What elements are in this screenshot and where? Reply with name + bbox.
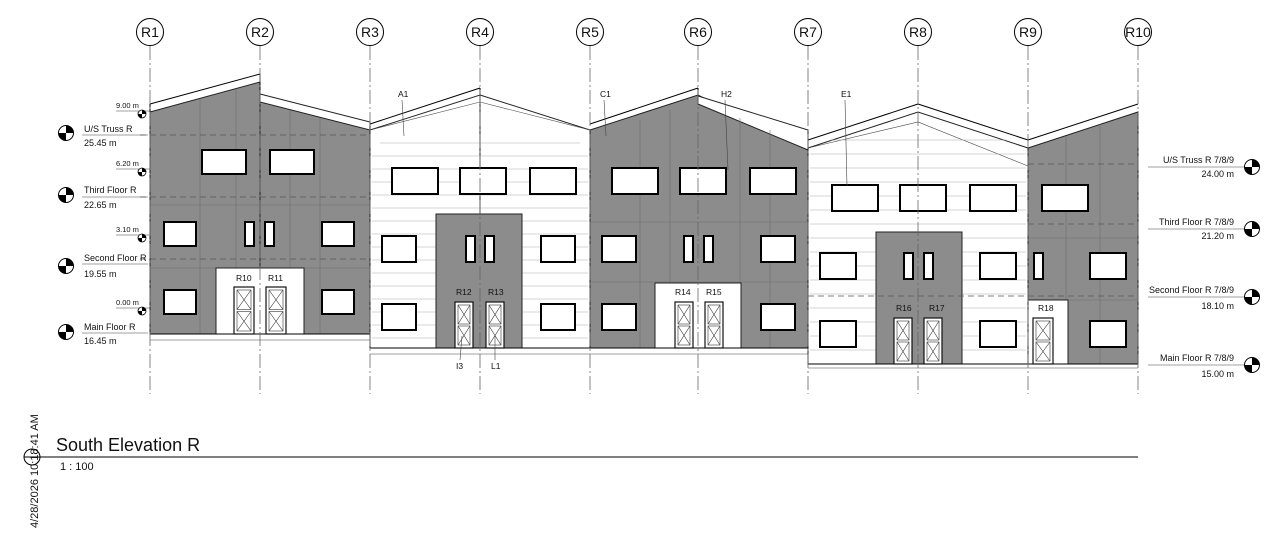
left-level-markers: 9.00 m 6.20 m 3.10 m 0.00 m U/S — [58, 101, 150, 346]
offset-marker-2: 6.20 m — [116, 159, 150, 177]
door — [1032, 317, 1054, 365]
grid-label: R9 — [1019, 24, 1037, 40]
offset-label: 6.20 m — [116, 159, 139, 168]
grid-label: R4 — [471, 24, 489, 40]
material-tag-c1: C1 — [600, 89, 611, 99]
level-marker-third-floor-789: Third Floor R 7/8/9 21.20 m — [1148, 217, 1260, 241]
level-elevation: 18.10 m — [1201, 301, 1234, 311]
door-tag: R16 — [896, 303, 912, 313]
material-tag-h2: H2 — [721, 89, 732, 99]
door-tag: R10 — [236, 273, 252, 283]
offset-marker-3: 3.10 m — [116, 225, 150, 243]
view-title-block: South Elevation R 1 : 100 4/28/2026 10:1… — [23, 414, 1138, 528]
level-elevation: 15.00 m — [1201, 369, 1234, 379]
level-name: Third Floor R 7/8/9 — [1159, 217, 1234, 227]
door-tag: R11 — [268, 273, 283, 283]
door — [674, 301, 694, 349]
level-lines — [140, 134, 1138, 297]
door-tag: R13 — [488, 287, 504, 297]
offset-marker-4: 0.00 m — [116, 298, 150, 316]
level-name: Third Floor R — [84, 185, 137, 195]
level-name: Main Floor R — [84, 322, 136, 332]
view-scale: 1 : 100 — [60, 461, 94, 473]
level-elevation: 16.45 m — [84, 336, 117, 346]
door-tags: R10 R11 R12 R13 R14 R15 R16 R17 R18 — [236, 273, 1054, 313]
grid-label: R6 — [689, 24, 707, 40]
level-elevation: 19.55 m — [84, 269, 117, 279]
level-name: Main Floor R 7/8/9 — [1160, 353, 1234, 363]
grid-bubble — [1124, 18, 1152, 46]
grid-label: R1 — [141, 24, 159, 40]
grid-bubble — [794, 18, 822, 46]
door-tag: R15 — [706, 287, 722, 297]
level-marker-second-floor-789: Second Floor R 7/8/9 18.10 m — [1148, 285, 1260, 311]
level-elevation: 22.65 m — [84, 200, 117, 210]
door-tag: R14 — [675, 287, 691, 297]
level-marker-main-floor-789: Main Floor R 7/8/9 15.00 m — [1148, 353, 1260, 379]
material-tag-i3: I3 — [456, 361, 463, 371]
material-tag-a1: A1 — [398, 89, 409, 99]
windows — [163, 149, 1127, 348]
view-title: South Elevation R — [56, 435, 200, 455]
offset-label: 0.00 m — [116, 298, 139, 307]
grid-label: R2 — [251, 24, 269, 40]
unit-2 — [369, 87, 591, 355]
right-level-markers: U/S Truss R 7/8/9 24.00 m Third Floor R … — [1148, 155, 1260, 379]
grid-label: R7 — [799, 24, 817, 40]
level-name: Second Floor R — [84, 253, 147, 263]
level-marker-third-floor: Third Floor R 22.65 m — [58, 185, 148, 210]
level-elevation: 25.45 m — [84, 138, 117, 148]
door-tag: R12 — [456, 287, 472, 297]
grid-bubble — [356, 18, 384, 46]
grid-label: R5 — [581, 24, 599, 40]
door — [893, 317, 913, 365]
grid-bubble — [466, 18, 494, 46]
grid-bubble — [1014, 18, 1042, 46]
grid-bubble — [136, 18, 164, 46]
level-name: Second Floor R 7/8/9 — [1149, 285, 1234, 295]
print-timestamp: 4/28/2026 10:18:41 AM — [29, 414, 41, 528]
level-name: U/S Truss R — [84, 124, 133, 134]
grid-label: R10 — [1125, 24, 1151, 40]
door — [704, 301, 724, 349]
level-elevation: 21.20 m — [1201, 231, 1234, 241]
grid-label: R8 — [909, 24, 927, 40]
grid-bubble — [684, 18, 712, 46]
grid-bubble — [904, 18, 932, 46]
level-marker-main-floor: Main Floor R 16.45 m — [58, 322, 148, 346]
doors — [233, 286, 1054, 365]
door — [923, 317, 943, 365]
offset-label: 9.00 m — [116, 101, 139, 110]
offset-label: 3.10 m — [116, 225, 139, 234]
level-name: U/S Truss R 7/8/9 — [1163, 155, 1234, 165]
door-tag: R18 — [1038, 303, 1054, 313]
grid-bubble — [246, 18, 274, 46]
level-marker-us-truss: U/S Truss R 25.45 m — [58, 124, 148, 148]
material-tag-e1: E1 — [841, 89, 852, 99]
level-marker-second-floor: Second Floor R 19.55 m — [58, 253, 148, 279]
door — [233, 286, 255, 335]
level-elevation: 24.00 m — [1201, 169, 1234, 179]
grid-bubble — [576, 18, 604, 46]
door — [265, 286, 287, 335]
door — [454, 301, 474, 349]
material-tag-l1: L1 — [491, 361, 501, 371]
level-marker-us-truss-789: U/S Truss R 7/8/9 24.00 m — [1148, 155, 1260, 179]
door-tag: R17 — [929, 303, 945, 313]
offset-marker-1: 9.00 m — [116, 101, 150, 119]
grid-label: R3 — [361, 24, 379, 40]
material-tags: A1 C1 H2 E1 I3 L1 — [398, 89, 852, 371]
